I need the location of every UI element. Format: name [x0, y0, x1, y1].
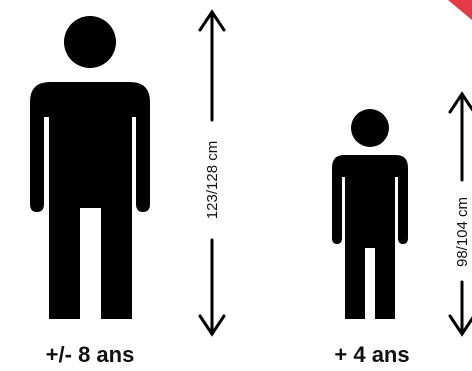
person-icon	[332, 109, 408, 319]
arrow-up-icon	[198, 9, 226, 32]
height-label: 123/128 cm	[204, 141, 221, 219]
age-label: + 4 ans	[334, 342, 409, 367]
height-label: 98/104 cm	[454, 197, 471, 267]
corner-badge	[448, 0, 472, 20]
person-icon	[30, 16, 150, 319]
age-label: +/- 8 ans	[46, 342, 135, 367]
arrow-down-icon	[198, 314, 226, 337]
figure-older-child: 123/128 cm +/- 8 ans	[30, 9, 226, 367]
height-arrow	[448, 91, 472, 337]
height-arrow	[198, 9, 226, 337]
arrow-up-icon	[448, 91, 472, 114]
arrow-down-icon	[448, 314, 472, 337]
figure-younger-child: 98/104 cm + 4 ans	[332, 91, 472, 367]
